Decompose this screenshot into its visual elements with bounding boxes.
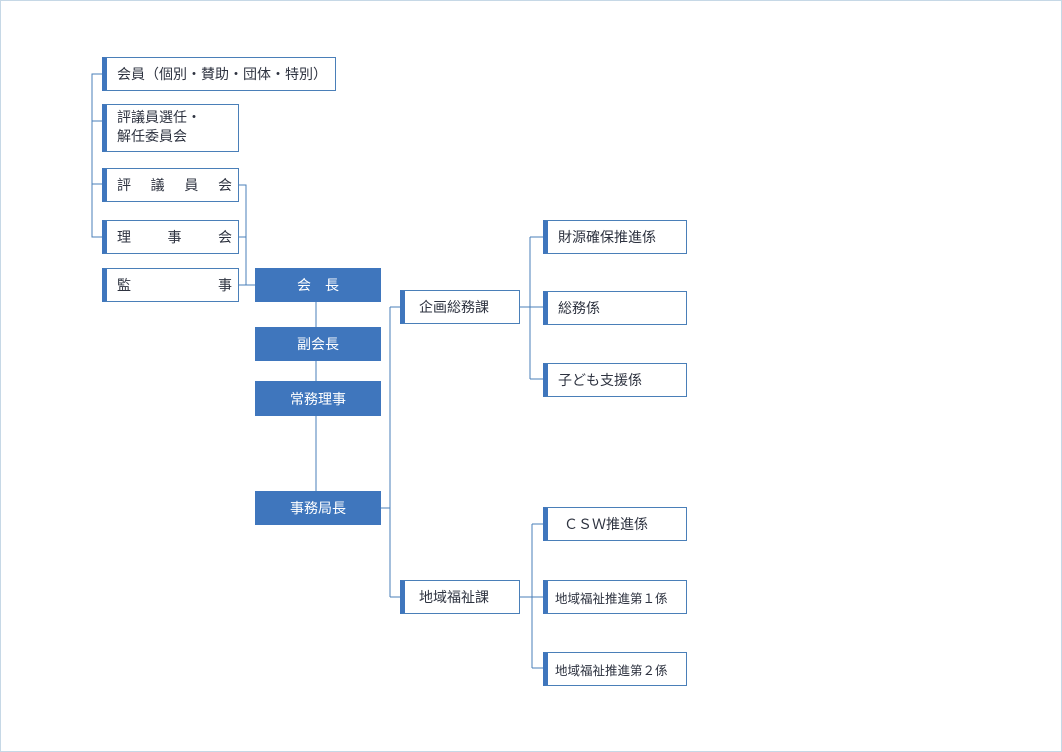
- board-box: 理 事 会: [102, 220, 239, 254]
- vice-chair-label: 副会長: [297, 337, 339, 353]
- councilors-char: 員: [184, 178, 199, 194]
- chair-label: 会 長: [297, 278, 339, 294]
- planning-unit-label: 総務係: [558, 301, 600, 317]
- executive-director-label: 常務理事: [290, 391, 346, 408]
- auditor-char: 事: [218, 278, 232, 294]
- welfare-unit-box: ＣＳＷ推進係: [543, 507, 687, 541]
- planning-section-box: 企画総務課: [400, 290, 520, 324]
- planning-unit-box: 子ども支援係: [543, 363, 687, 397]
- planning-unit-label: 子ども支援係: [558, 373, 642, 389]
- auditor-char: 監: [117, 278, 131, 294]
- board-char: 理: [117, 230, 131, 246]
- board-char: 事: [167, 230, 182, 246]
- councilors-char: 議: [150, 178, 165, 194]
- welfare-section-box: 地域福祉課: [400, 580, 520, 614]
- councilors-box: 評 議 員 会: [102, 168, 239, 202]
- councilors-char: 会: [217, 178, 232, 194]
- vice-chair-box: 副会長: [255, 327, 381, 361]
- members-box: 会員（個別・賛助・団体・特別）: [102, 57, 336, 91]
- councilor-selection-line2: 解任委員会: [117, 129, 187, 145]
- councilors-char: 評: [117, 178, 131, 194]
- auditor-box: 監 事: [102, 268, 239, 302]
- planning-unit-box: 財源確保推進係: [543, 220, 687, 254]
- welfare-unit-label: 地域福祉推進第１係: [555, 590, 668, 606]
- planning-unit-label: 財源確保推進係: [558, 230, 656, 246]
- chair-box: 会 長: [255, 268, 381, 302]
- executive-director-box: 常務理事: [255, 381, 381, 416]
- welfare-section-label: 地域福祉課: [419, 590, 489, 606]
- planning-unit-box: 総務係: [543, 291, 687, 325]
- councilor-selection-line1: 評議員選任・: [117, 110, 201, 126]
- welfare-unit-box: 地域福祉推進第１係: [543, 580, 687, 614]
- welfare-unit-label: 地域福祉推進第２係: [555, 662, 668, 678]
- councilor-selection-committee-box: 評議員選任・ 解任委員会: [102, 104, 239, 152]
- welfare-unit-label: ＣＳＷ推進係: [564, 517, 648, 533]
- welfare-unit-box: 地域福祉推進第２係: [543, 652, 687, 686]
- members-label: 会員（個別・賛助・団体・特別）: [117, 67, 327, 83]
- secretary-general-box: 事務局長: [255, 491, 381, 525]
- secretary-general-label: 事務局長: [290, 501, 346, 517]
- board-char: 会: [218, 230, 232, 246]
- planning-section-label: 企画総務課: [419, 300, 489, 316]
